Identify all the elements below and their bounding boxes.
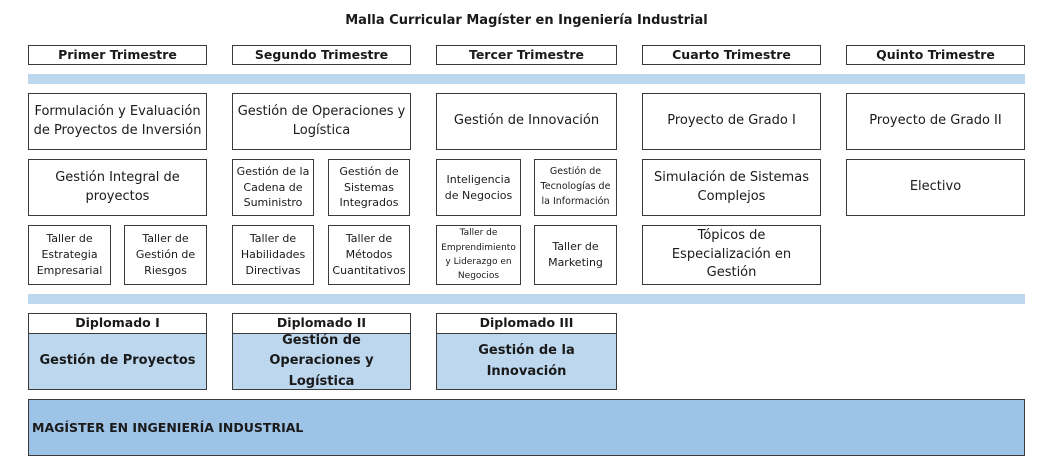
course-inteligencia-negocios: Inteligencia de Negocios [436, 159, 521, 216]
course-sistemas-integrados: Gestión de Sistemas Integrados [328, 159, 410, 216]
course-taller-estrategia: Taller de Estrategia Empresarial [28, 225, 111, 285]
header-tercer-trimestre: Tercer Trimestre [436, 45, 617, 65]
diplomado-1-name: Gestión de Proyectos [28, 333, 207, 390]
course-electivo: Electivo [846, 159, 1025, 216]
separator-band-top [28, 74, 1025, 84]
diagram-title: Malla Curricular Magíster en Ingeniería … [345, 13, 708, 28]
separator-band-bottom [28, 294, 1025, 304]
course-taller-emprendimiento: Taller de Emprendimiento y Liderazgo en … [436, 225, 521, 285]
header-segundo-trimestre: Segundo Trimestre [232, 45, 411, 65]
course-topicos-especializacion: Tópicos de Especialización en Gestión [642, 225, 821, 285]
course-taller-habilidades: Taller de Habilidades Directivas [232, 225, 314, 285]
course-gestion-integral: Gestión Integral de proyectos [28, 159, 207, 216]
course-taller-metodos: Taller de Métodos Cuantitativos [328, 225, 410, 285]
course-formulacion-evaluacion: Formulación y Evaluación de Proyectos de… [28, 93, 207, 150]
header-cuarto-trimestre: Cuarto Trimestre [642, 45, 821, 65]
course-gestion-innovacion: Gestión de Innovación [436, 93, 617, 150]
course-taller-riesgos: Taller de Gestión de Riesgos [124, 225, 207, 285]
course-proyecto-grado-1: Proyecto de Grado I [642, 93, 821, 150]
program-footer-bar: MAGÍSTER EN INGENIERÍA INDUSTRIAL [28, 399, 1025, 456]
diplomado-3-name: Gestión de la Innovación [436, 333, 617, 390]
course-taller-marketing: Taller de Marketing [534, 225, 617, 285]
course-gestion-operaciones: Gestión de Operaciones y Logística [232, 93, 411, 150]
course-simulacion-sistemas: Simulación de Sistemas Complejos [642, 159, 821, 216]
course-cadena-suministro: Gestión de la Cadena de Suministro [232, 159, 314, 216]
course-proyecto-grado-2: Proyecto de Grado II [846, 93, 1025, 150]
header-quinto-trimestre: Quinto Trimestre [846, 45, 1025, 65]
diplomado-2-name: Gestión de Operaciones y Logística [232, 333, 411, 390]
diplomado-1-title: Diplomado I [28, 313, 207, 334]
diplomado-3-title: Diplomado III [436, 313, 617, 334]
header-primer-trimestre: Primer Trimestre [28, 45, 207, 65]
course-tecnologias-informacion: Gestión de Tecnologías de la Información [534, 159, 617, 216]
